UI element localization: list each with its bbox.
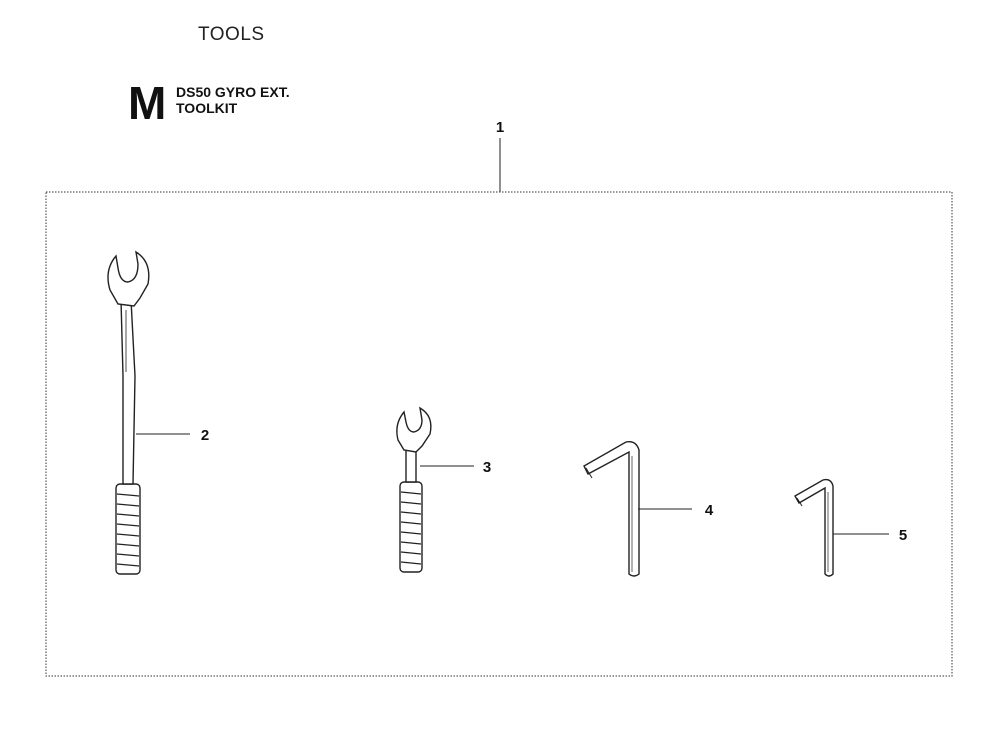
callout-5[interactable]: 5 [899, 527, 907, 544]
page-title: TOOLS [198, 24, 265, 45]
section-name: DS50 GYRO EXT. TOOLKIT [176, 84, 290, 116]
section-name-line-1: DS50 GYRO EXT. [176, 84, 290, 100]
section-name-line-2: TOOLKIT [176, 100, 238, 116]
kit-boundary-frame [45, 191, 953, 677]
callout-3[interactable]: 3 [483, 459, 491, 476]
callout-4[interactable]: 4 [705, 502, 714, 519]
callout-2[interactable]: 2 [201, 427, 209, 444]
long-wrench-icon [107, 250, 150, 575]
short-wrench-icon [396, 406, 432, 573]
section-letter: M [128, 77, 167, 129]
large-hex-key-icon [583, 440, 640, 577]
callout-1[interactable]: 1 [496, 119, 504, 136]
small-hex-key-icon [794, 478, 834, 577]
